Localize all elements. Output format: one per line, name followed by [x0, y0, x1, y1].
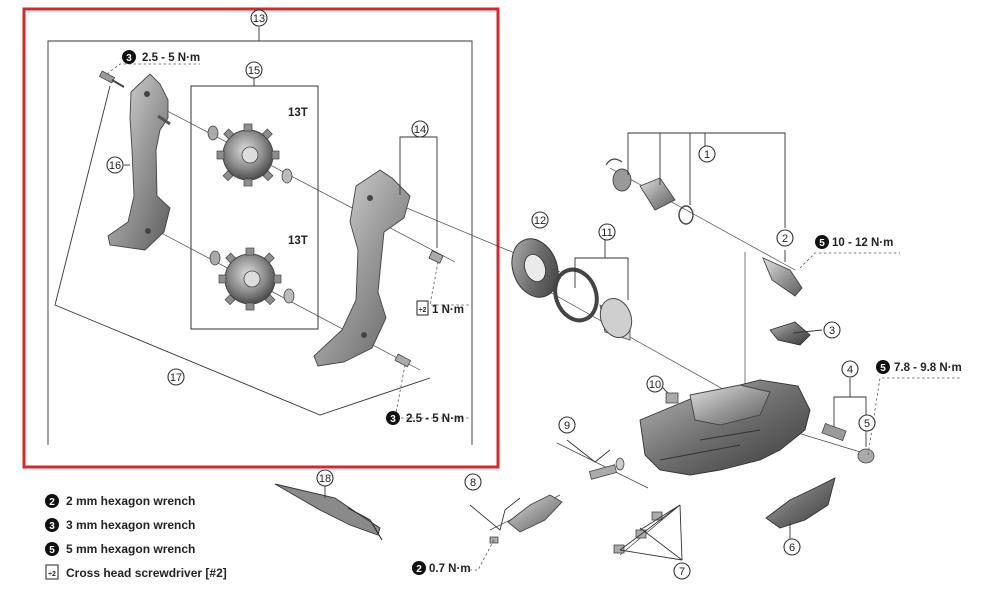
outer-cage-plate-16	[107, 73, 171, 251]
callout-11: 11	[598, 223, 616, 241]
svg-text:5: 5	[880, 363, 886, 374]
svg-text:3: 3	[390, 414, 396, 425]
svg-text:2.5 - 5 N·m: 2.5 - 5 N·m	[406, 413, 464, 425]
callout-13: 13	[250, 9, 268, 27]
svg-text:18: 18	[319, 473, 331, 485]
svg-text:8: 8	[470, 477, 476, 489]
lower-sprocket-teeth: 13T	[288, 235, 308, 247]
upper-sprocket-teeth: 13T	[288, 107, 308, 119]
torque-mounting-bolt: 5 10 - 12 N·m	[815, 235, 893, 249]
svg-text:1 N·m: 1 N·m	[432, 304, 464, 316]
inner-cage-plate-17	[313, 169, 411, 367]
hex-badge-icon	[45, 494, 59, 508]
callout-8: 8	[464, 473, 482, 491]
cage-bolt-top	[98, 70, 125, 88]
tension-screw	[428, 250, 444, 264]
svg-text:5: 5	[819, 238, 825, 249]
hex-badge-icon	[45, 542, 59, 556]
svg-text:14: 14	[414, 124, 426, 136]
callout-12: 12	[531, 211, 549, 229]
torque-cage-bottom: 3 2.5 - 5 N·m	[386, 411, 464, 425]
callout-15: 15	[245, 61, 263, 79]
svg-text:4: 4	[847, 364, 853, 376]
legend-item-3mm: 3 3 mm hexagon wrench	[45, 518, 195, 532]
svg-text:3 mm hexagon wrench: 3 mm hexagon wrench	[66, 518, 195, 532]
svg-text:÷2: ÷2	[48, 571, 56, 578]
upper-pulley	[207, 123, 293, 187]
callout-6: 6	[783, 538, 801, 556]
callout-1: 1	[698, 145, 716, 163]
callout-3: 3	[823, 321, 841, 339]
pin-9	[588, 457, 625, 480]
svg-text:2.5 - 5 N·m: 2.5 - 5 N·m	[142, 52, 200, 64]
svg-text:3: 3	[49, 521, 55, 532]
lower-pulley	[209, 247, 295, 311]
svg-text:13: 13	[253, 13, 265, 25]
callout-7: 7	[673, 562, 691, 580]
derailleur-body	[639, 379, 811, 476]
hex-badge-icon	[45, 518, 59, 532]
top-cover-3	[769, 321, 811, 346]
cable-fixing-part-8	[507, 494, 563, 533]
callout-14: 14	[411, 120, 429, 138]
svg-text:12: 12	[534, 215, 546, 227]
screwdriver-badge-icon	[45, 564, 59, 580]
svg-text:3: 3	[126, 53, 132, 64]
svg-text:11: 11	[601, 227, 612, 239]
svg-text:5 mm hexagon wrench: 5 mm hexagon wrench	[66, 542, 195, 556]
callout-16: 16	[106, 156, 124, 174]
svg-text:0.7 N·m: 0.7 N·m	[429, 563, 471, 575]
legend-item-5mm: 5 5 mm hexagon wrench	[45, 542, 195, 556]
svg-text:5: 5	[864, 418, 870, 430]
svg-text:1: 1	[704, 149, 710, 161]
cap-5	[857, 448, 875, 464]
svg-text:Cross head screwdriver [#2]: Cross head screwdriver [#2]	[66, 566, 227, 580]
bracket-13	[47, 27, 473, 445]
callout-10: 10	[646, 375, 664, 393]
legend-item-screwdriver: ÷2 Cross head screwdriver [#2]	[45, 564, 227, 580]
callout-5: 5	[858, 414, 876, 432]
pulley-cage-cover-12	[511, 238, 559, 298]
callout-17: 17	[167, 368, 185, 386]
torque-cable-fixing: 2 0.7 N·m	[412, 561, 471, 575]
callout-4: 4	[841, 360, 859, 378]
svg-text:2 mm hexagon wrench: 2 mm hexagon wrench	[66, 494, 195, 508]
highlight-frame	[22, 7, 500, 469]
svg-text:10: 10	[649, 379, 661, 391]
svg-text:9: 9	[564, 420, 570, 432]
svg-text:15: 15	[248, 65, 260, 77]
b-axle-parts-1	[605, 158, 694, 225]
svg-text:7: 7	[679, 566, 685, 578]
tool-legend: 2 2 mm hexagon wrench 3 3 mm hexagon wre…	[45, 494, 227, 580]
legend-item-2mm: 2 2 mm hexagon wrench	[45, 494, 195, 508]
svg-text:10 - 12 N·m: 10 - 12 N·m	[832, 237, 893, 249]
sprocket-box-15	[190, 85, 319, 330]
svg-text:7.8 - 9.8 N·m: 7.8 - 9.8 N·m	[894, 362, 962, 374]
svg-text:2: 2	[416, 564, 422, 575]
mounting-bolt-2	[762, 257, 803, 297]
svg-text:2: 2	[49, 497, 55, 508]
bottom-cage-bolt	[394, 353, 412, 368]
b-tension-screw-4	[821, 423, 847, 441]
callout-2: 2	[776, 229, 794, 247]
adjustment-screw-10	[665, 392, 679, 404]
svg-text:5: 5	[49, 545, 55, 556]
torque-b-tension: 5 7.8 - 9.8 N·m	[876, 360, 962, 374]
svg-text:2: 2	[782, 233, 788, 245]
svg-text:÷2: ÷2	[419, 307, 427, 314]
installation-tool-18	[274, 483, 383, 541]
svg-text:16: 16	[109, 160, 121, 172]
cage-spring-11	[553, 267, 633, 341]
svg-text:3: 3	[829, 325, 835, 337]
svg-text:6: 6	[789, 542, 795, 554]
svg-text:17: 17	[170, 372, 182, 384]
torque-tension-stopper: ÷2 1 N·m	[416, 300, 464, 316]
callout-9: 9	[558, 416, 576, 434]
callout-18: 18	[316, 469, 334, 487]
torque-cage-top: 3 2.5 - 5 N·m	[122, 50, 200, 64]
protector-6	[765, 477, 836, 529]
fixing-bolts-7	[613, 511, 663, 554]
